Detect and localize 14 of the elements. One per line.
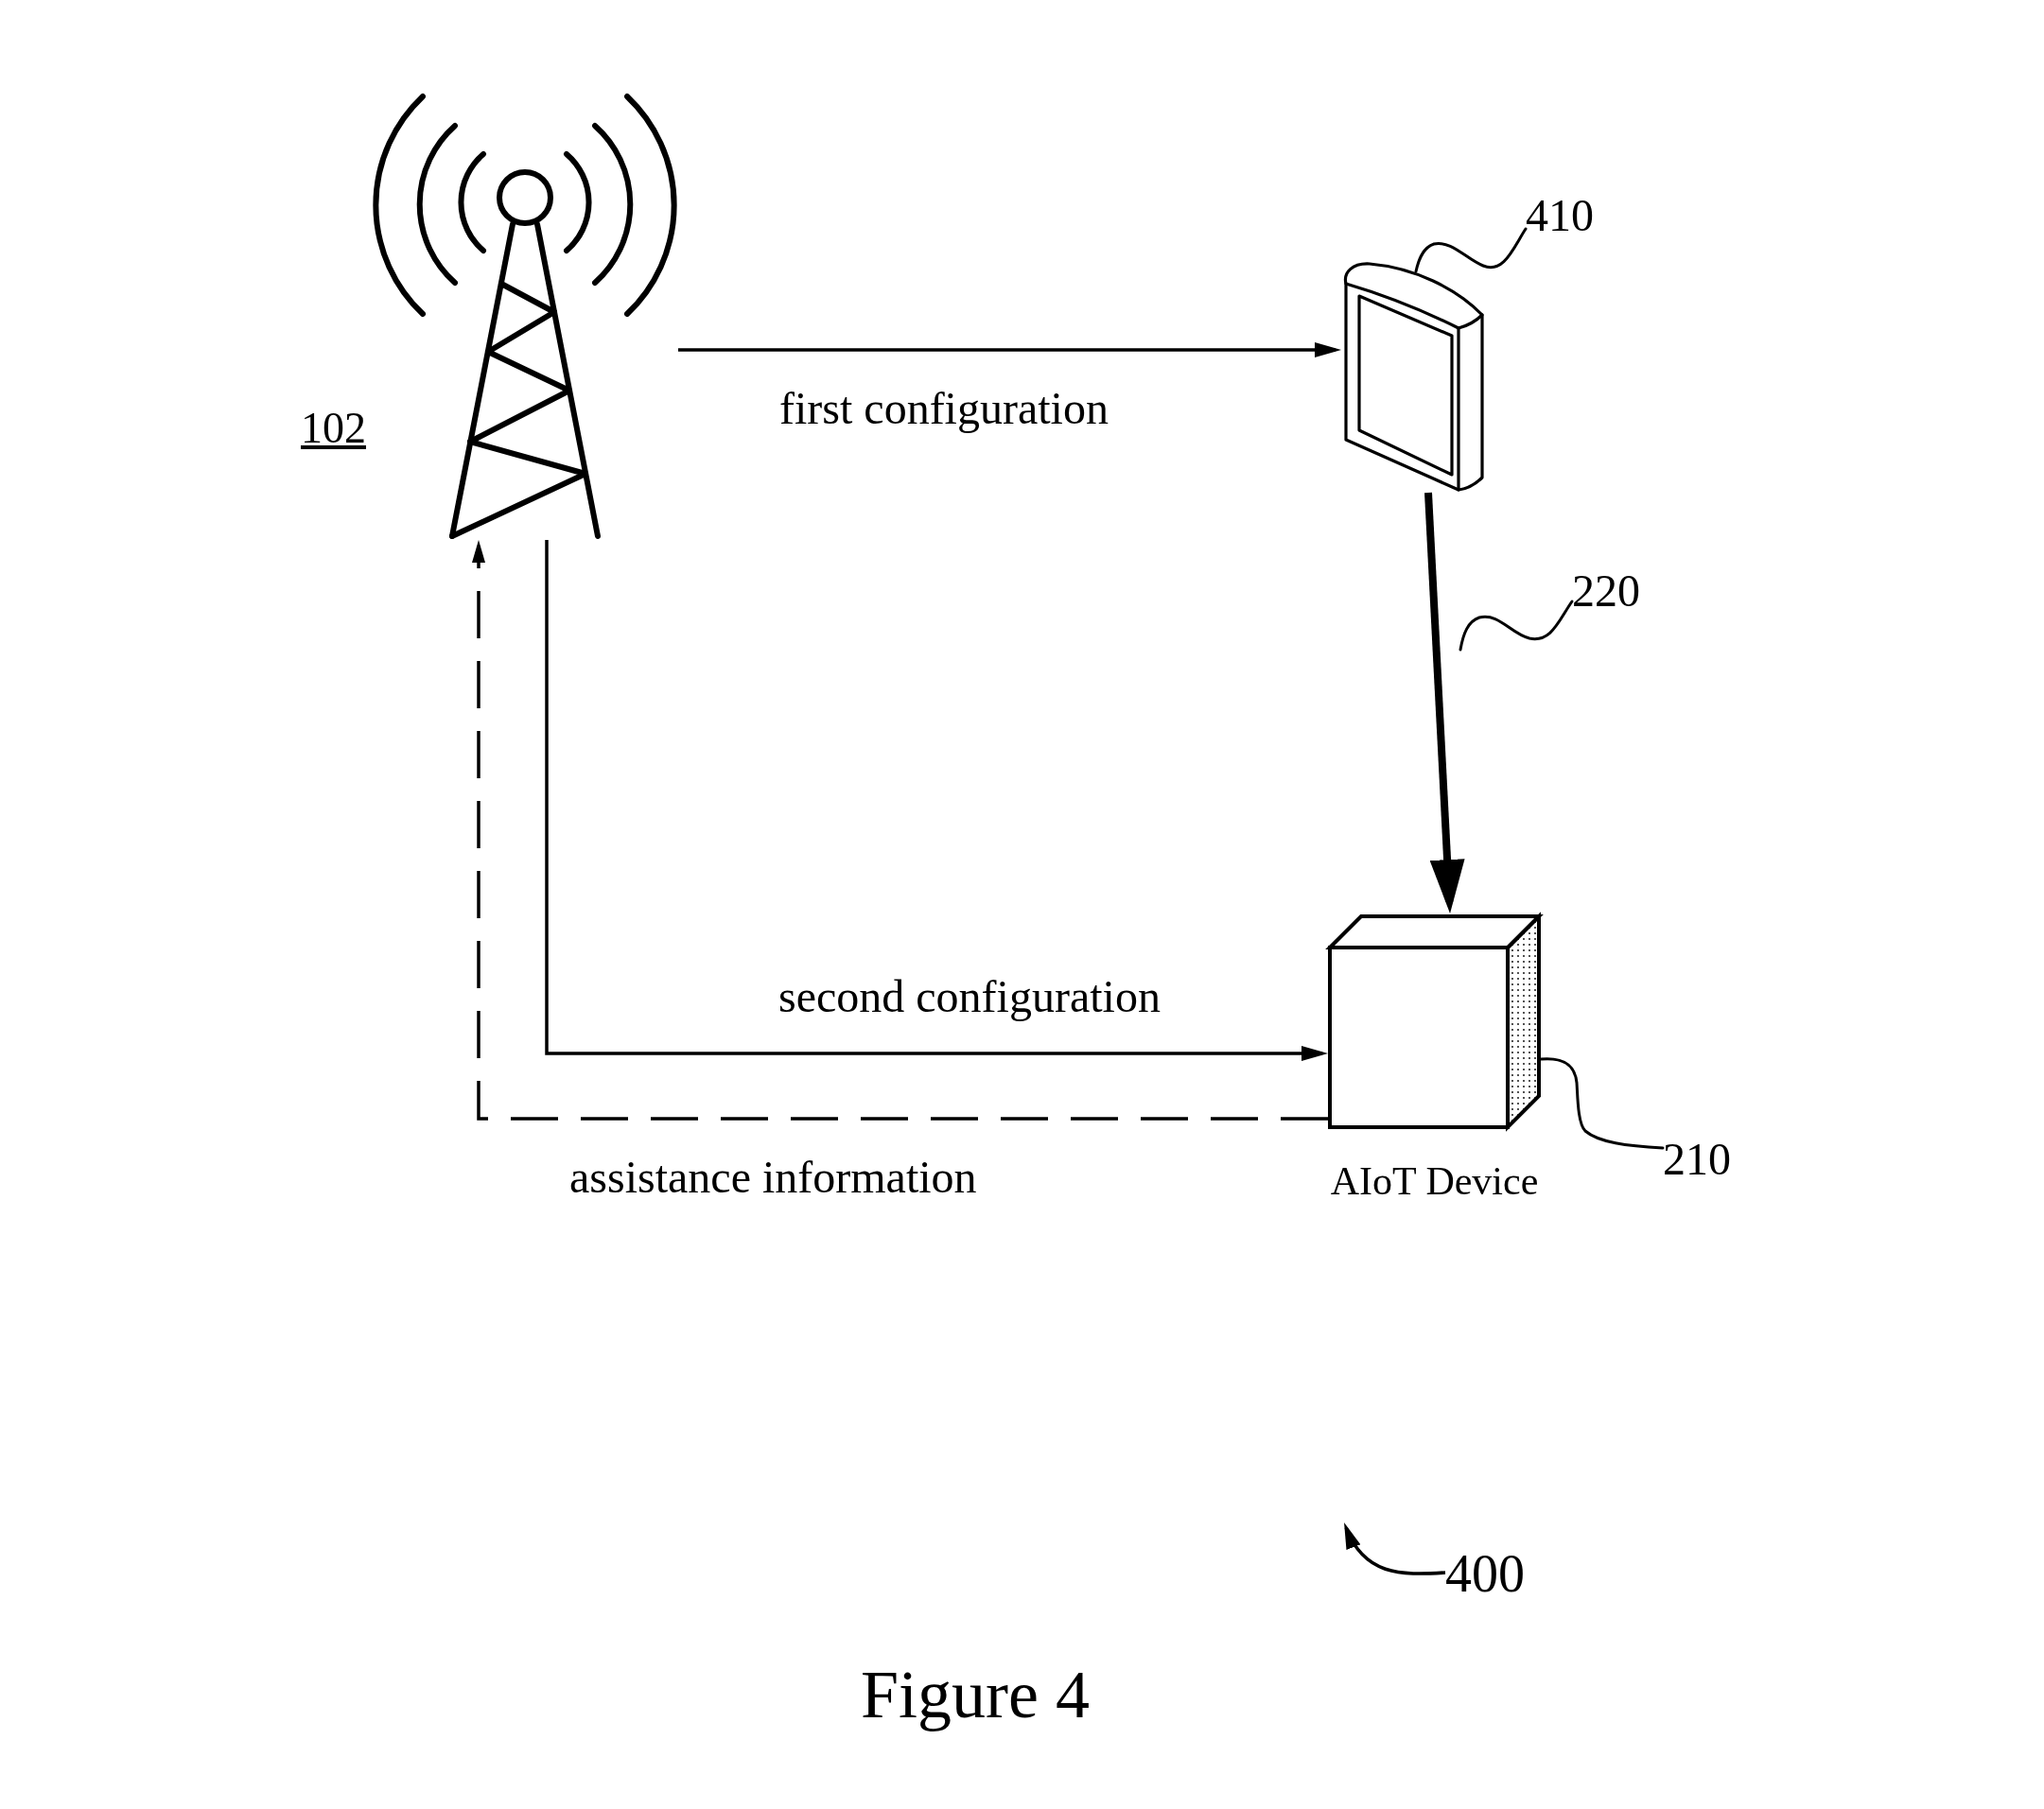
arrow (678, 342, 1342, 357)
leader-line (1459, 600, 1574, 652)
thick-arrow (1424, 492, 1465, 913)
leader-line (1414, 227, 1528, 273)
dashed-arrow (472, 540, 1328, 1121)
reference-numeral: 210 (1663, 1137, 1731, 1182)
reference-numeral: 220 (1572, 568, 1640, 614)
device-label: AIoT Device (1329, 1161, 1540, 1201)
reference-numeral: 400 (1445, 1547, 1525, 1600)
tablet-drawing (1341, 260, 1486, 493)
reference-numeral: 410 (1526, 193, 1594, 238)
arrow (545, 540, 1329, 1061)
curved-arrow (1343, 1522, 1446, 1575)
reference-numeral: 102 (301, 407, 366, 450)
